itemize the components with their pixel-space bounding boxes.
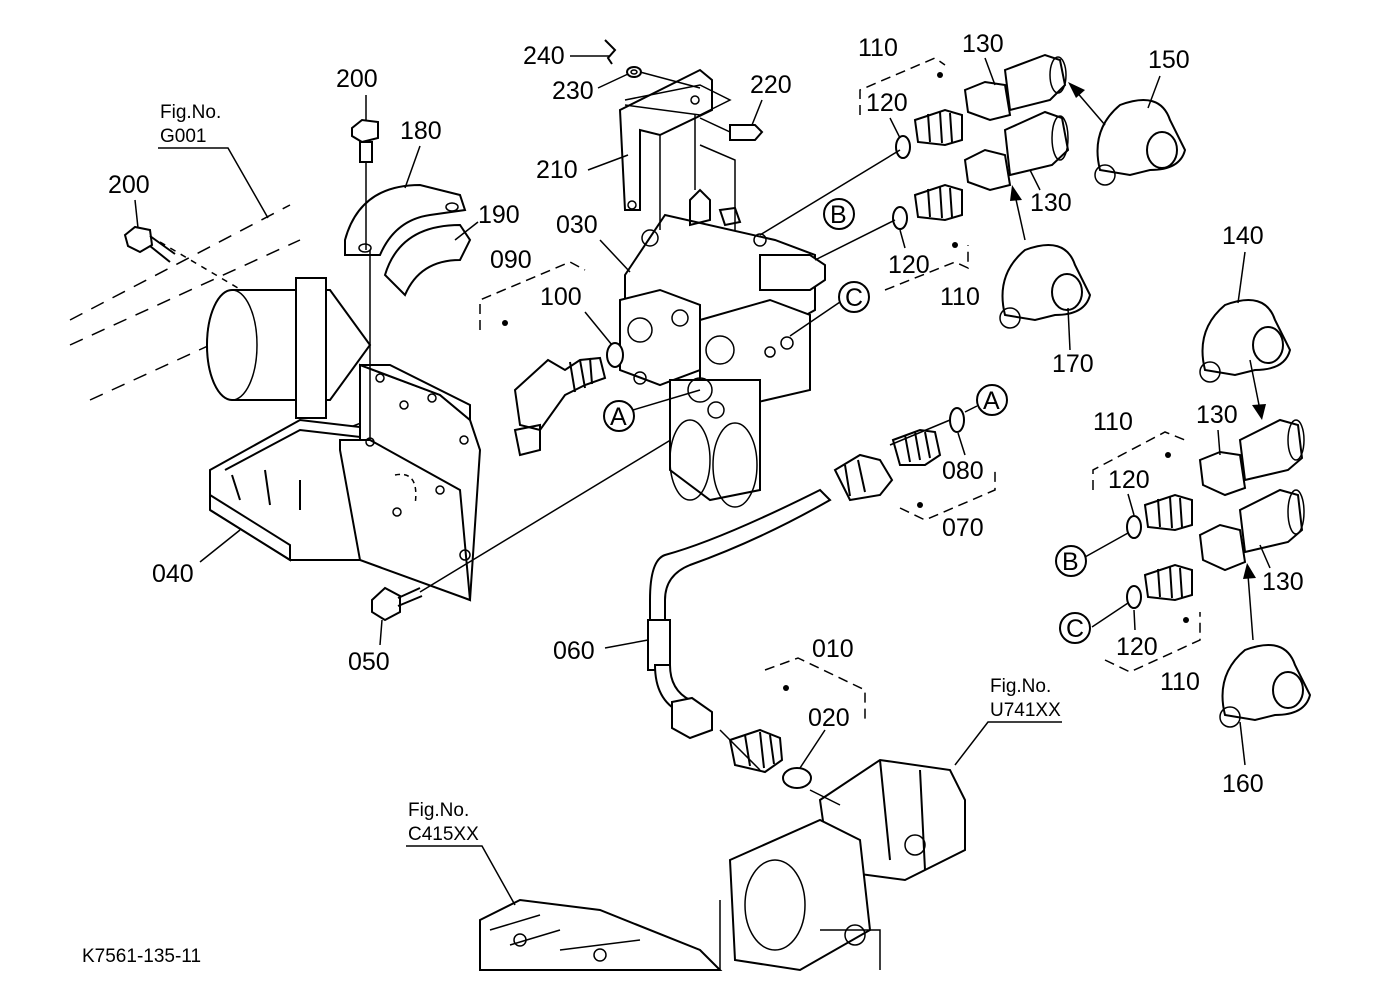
svg-text:C: C <box>1066 615 1084 643</box>
port-markers: B C A A B C <box>603 198 1091 644</box>
oring-020 <box>782 767 812 789</box>
strap-190 <box>383 223 472 297</box>
part-label-110-c: 110 <box>1093 408 1133 436</box>
transmission-case <box>479 898 723 971</box>
part-label-170: 170 <box>1052 350 1094 378</box>
bracket-210 <box>618 68 736 230</box>
part-label-120-a: 120 <box>866 89 908 117</box>
bolt-200-top <box>351 118 379 440</box>
washer-230 <box>626 66 701 89</box>
oring-120-a <box>895 135 911 159</box>
diagram-id: K7561-135-11 <box>82 946 201 967</box>
part-label-150: 150 <box>1148 46 1190 74</box>
nipple-110-d <box>1143 563 1193 602</box>
part-label-130-b: 130 <box>1030 189 1072 217</box>
cylinder-body <box>206 277 372 419</box>
coupler-130-a <box>963 53 1067 122</box>
part-label-200-top: 200 <box>336 65 378 93</box>
coupler-130-c <box>1198 418 1305 497</box>
dust-cap-150 <box>1094 99 1187 186</box>
part-label-240: 240 <box>523 42 565 70</box>
part-label-110-a: 110 <box>858 34 898 62</box>
group-brackets <box>479 57 1201 720</box>
fig-ref-g001-label: Fig.No. <box>160 102 221 123</box>
fig-ref-c415: Fig.No. C415XX <box>406 800 516 906</box>
part-label-220: 220 <box>750 71 792 99</box>
part-label-120-b: 120 <box>888 251 930 279</box>
part-label-140: 140 <box>1222 222 1264 250</box>
fig-ref-u741-code: U741XX <box>990 700 1061 721</box>
hose-060 <box>647 453 894 740</box>
fig-ref-u741: Fig.No. U741XX <box>954 676 1062 766</box>
part-label-130-a: 130 <box>962 30 1004 58</box>
bracket-plate <box>339 363 482 602</box>
oring-100 <box>606 342 624 368</box>
bolt-200-left <box>123 225 176 263</box>
part-label-110-b: 110 <box>940 283 980 311</box>
part-label-160: 160 <box>1222 770 1264 798</box>
adapter-070 <box>891 428 942 466</box>
hydraulic-pump <box>719 758 966 972</box>
nipple-110-a <box>913 108 963 147</box>
part-label-100: 100 <box>540 283 582 311</box>
svg-text:C: C <box>845 284 863 312</box>
nipple-110-c <box>1143 493 1193 532</box>
coupler-130-b <box>963 110 1070 192</box>
valve-block-030 <box>619 188 826 508</box>
part-label-070: 070 <box>942 514 984 542</box>
fig-ref-g001-code: G001 <box>160 126 206 147</box>
part-label-120-c: 120 <box>1108 466 1150 494</box>
part-label-180: 180 <box>400 117 442 145</box>
part-label-010: 010 <box>812 635 854 663</box>
assembly-arrows <box>1010 82 1266 641</box>
part-label-130-c: 130 <box>1196 401 1238 429</box>
part-label-230: 230 <box>552 77 594 105</box>
part-label-110-d: 110 <box>1160 668 1200 696</box>
adapter-010 <box>728 728 784 774</box>
fig-ref-u741-label: Fig.No. <box>990 676 1051 697</box>
port-marker-b-lower: B <box>1055 545 1087 577</box>
part-label-130-d: 130 <box>1262 568 1304 596</box>
dust-cap-170 <box>999 244 1092 329</box>
part-label-210: 210 <box>536 156 578 184</box>
port-marker-c-upper: C <box>789 281 870 337</box>
alignment-lines <box>719 149 1129 806</box>
oring-120-c <box>1126 515 1142 539</box>
svg-text:B: B <box>1062 548 1079 576</box>
dust-cap-160 <box>1219 644 1312 728</box>
svg-text:A: A <box>610 403 627 431</box>
oring-120-d <box>1126 585 1142 609</box>
cotter-240 <box>604 39 617 65</box>
dust-cap-140 <box>1199 299 1292 383</box>
part-label-120-d: 120 <box>1116 633 1158 661</box>
part-label-200-left: 200 <box>108 171 150 199</box>
port-marker-b-upper: B <box>823 198 855 230</box>
part-label-050: 050 <box>348 648 390 676</box>
part-label-090: 090 <box>490 246 532 274</box>
port-marker-a-valve: A <box>603 389 701 432</box>
part-label-080: 080 <box>942 457 984 485</box>
part-label-020: 020 <box>808 704 850 732</box>
svg-text:B: B <box>830 201 847 229</box>
coupler-130-d <box>1198 488 1305 572</box>
fig-ref-c415-code: C415XX <box>408 824 479 845</box>
oring-080 <box>949 407 965 433</box>
oring-120-b <box>892 206 908 230</box>
nipple-110-b <box>913 183 963 222</box>
part-label-030: 030 <box>556 211 598 239</box>
part-label-190: 190 <box>478 201 520 229</box>
elbow-090 <box>513 356 607 457</box>
pin-220 <box>699 117 764 141</box>
port-marker-c-lower: C <box>1059 612 1091 644</box>
part-labels: 240 230 220 210 200 200 180 190 030 090 … <box>108 30 1304 798</box>
port-marker-a-hose: A <box>964 384 1008 416</box>
fig-ref-g001: Fig.No. G001 <box>158 102 269 219</box>
part-label-040: 040 <box>152 560 194 588</box>
strap-180 <box>344 183 467 256</box>
part-label-060: 060 <box>553 637 595 665</box>
svg-text:A: A <box>983 387 1000 415</box>
fig-ref-c415-label: Fig.No. <box>408 800 469 821</box>
